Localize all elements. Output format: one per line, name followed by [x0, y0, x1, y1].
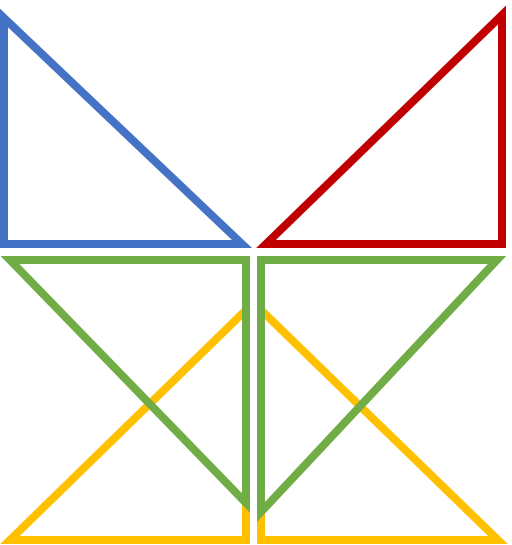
blue-triangle	[0, 8, 253, 248]
green-triangle-left	[0, 256, 250, 513]
green-triangle-right	[257, 256, 507, 523]
red-triangle	[256, 5, 506, 248]
yellow-triangle-left	[0, 300, 250, 544]
yellow-triangle-right	[257, 300, 508, 544]
